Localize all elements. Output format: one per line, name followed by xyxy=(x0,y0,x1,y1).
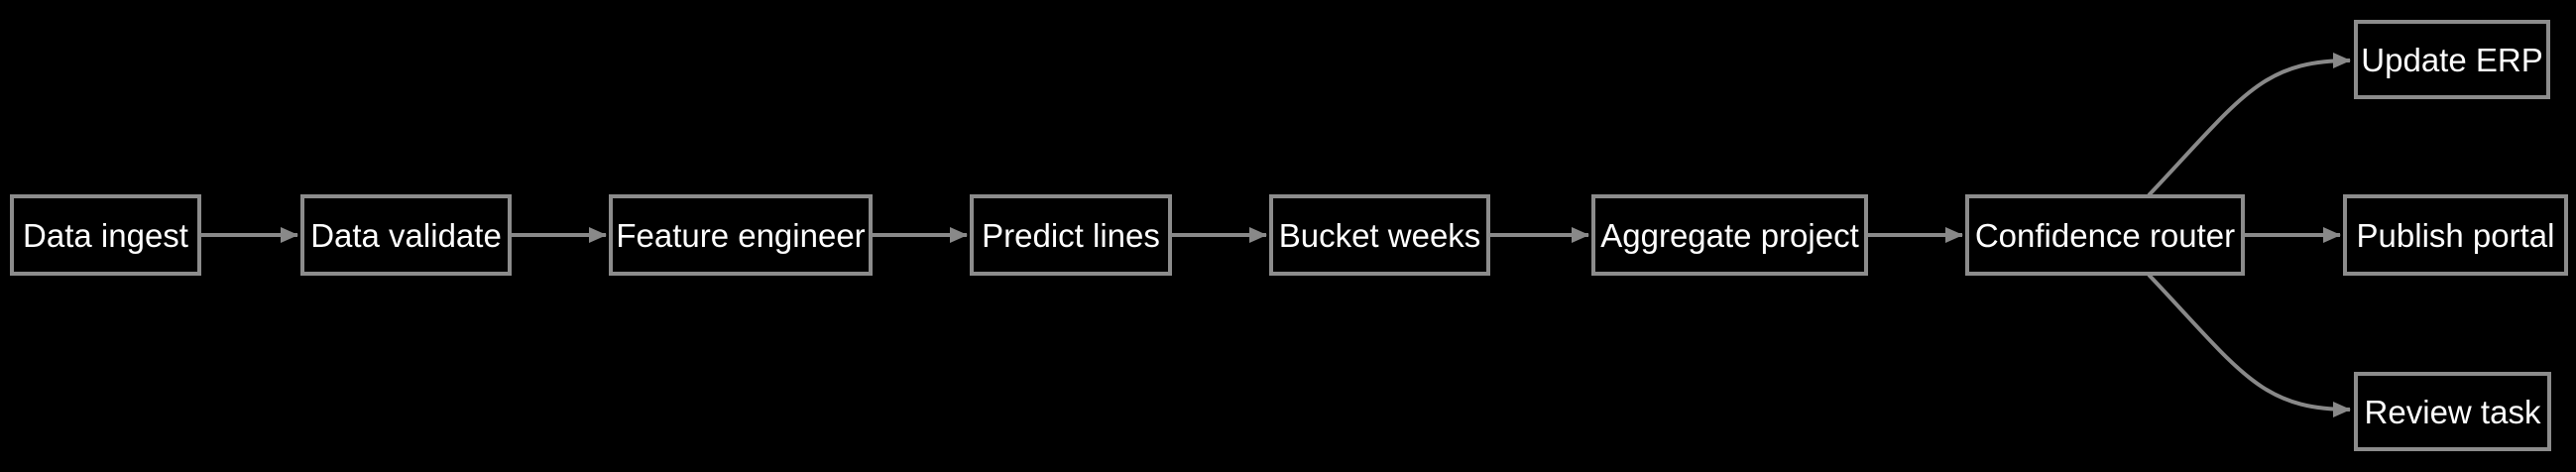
node-data-ingest: Data ingest xyxy=(10,194,201,276)
node-confidence-router: Confidence router xyxy=(1965,194,2245,276)
node-bucket-weeks: Bucket weeks xyxy=(1269,194,1490,276)
edge-confidence-router-to-review-task xyxy=(2147,273,2351,417)
node-predict-lines: Predict lines xyxy=(970,194,1172,276)
node-data-validate: Data validate xyxy=(300,194,512,276)
node-review-task: Review task xyxy=(2354,372,2551,451)
node-feature-engineer: Feature engineer xyxy=(609,194,873,276)
edge-confidence-router-to-update-erp xyxy=(2147,53,2351,197)
node-aggregate-project: Aggregate project xyxy=(1591,194,1868,276)
node-publish-portal: Publish portal xyxy=(2343,194,2568,276)
node-update-erp: Update ERP xyxy=(2354,20,2550,99)
